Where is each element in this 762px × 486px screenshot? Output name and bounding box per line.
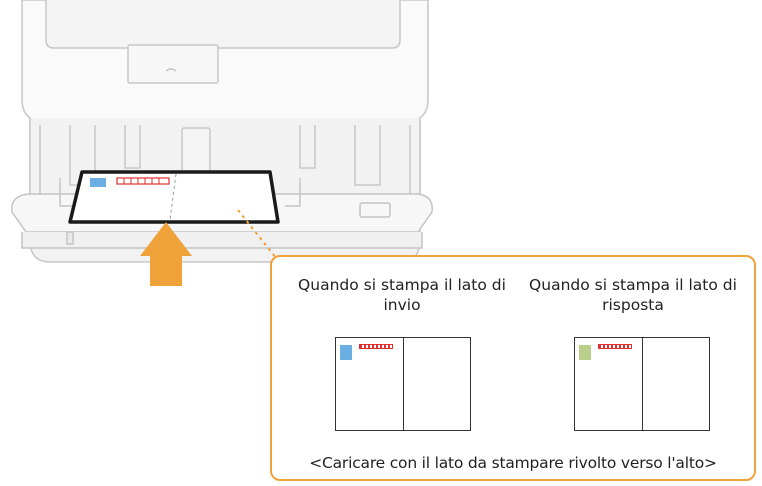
leader-line [237, 209, 277, 259]
postal-code-area [598, 344, 632, 349]
orientation-callout: Quando si stampa il lato di invio Quando… [270, 255, 756, 481]
arrow-up-icon [140, 222, 192, 286]
stamp-area-send [340, 345, 352, 360]
fold-line [642, 338, 643, 430]
postal-code-area [359, 344, 393, 349]
loading-instruction: <Caricare con il lato da stampare rivolt… [309, 454, 717, 472]
postal-code-boxes [116, 177, 170, 185]
reply-side-caption: Quando si stampa il lato di risposta [529, 276, 737, 314]
printer-body [21, 0, 429, 263]
postcard [68, 170, 280, 224]
postcard-stamp-area [90, 178, 106, 187]
stamp-area-reply [579, 345, 591, 360]
fold-line [403, 338, 404, 430]
reply-side-postcard [574, 337, 710, 431]
send-side-postcard [335, 337, 471, 431]
send-side-caption: Quando si stampa il lato di invio [298, 276, 506, 314]
